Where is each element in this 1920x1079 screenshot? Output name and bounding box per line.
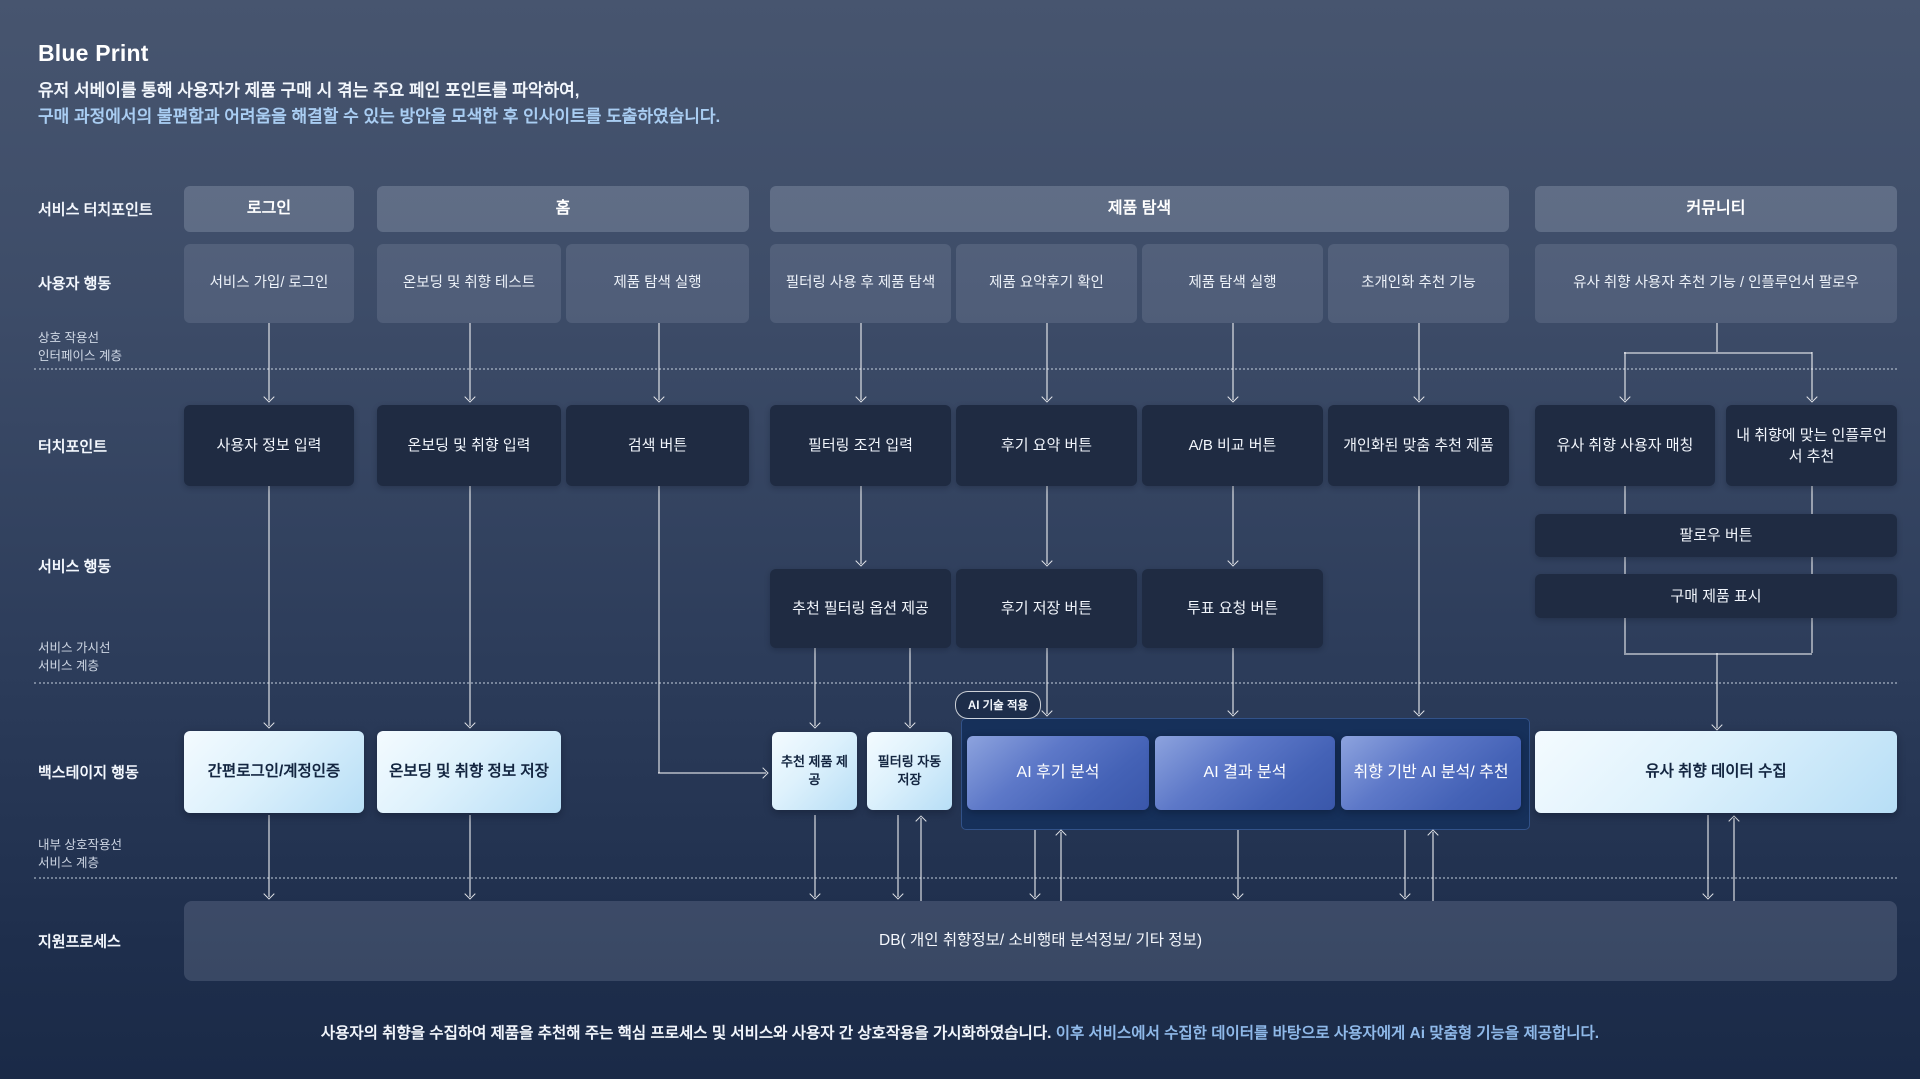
row-label-service-action: 서비스 행동: [38, 558, 112, 576]
connector-arrow-down: [1707, 815, 1709, 897]
connector-arrow-down: [897, 815, 899, 897]
ai-tech-badge: AI 기술 적용: [955, 691, 1041, 719]
backstage-login-auth: 간편로그인/계정인증: [184, 731, 364, 813]
stage-header-home: 홈: [377, 186, 749, 232]
user-action-similar-follow: 유사 취향 사용자 추천 기능 / 인플루언서 팔로우: [1535, 244, 1897, 323]
connector-arrow-down: [1811, 352, 1813, 400]
stage-header-login: 로그인: [184, 186, 354, 232]
backstage-similar-data-collect: 유사 취향 데이터 수집: [1535, 731, 1897, 813]
connector-arrow-down: [1418, 486, 1420, 714]
service-action-vote-request: 투표 요청 버튼: [1142, 569, 1323, 648]
connector-line: [1811, 486, 1813, 653]
internal-layer-divider: [34, 877, 1897, 879]
row-label-service-touchpoint: 서비스 터치포인트: [38, 201, 153, 219]
connector-arrow-down: [1716, 653, 1718, 728]
backstage-ai-taste-recommend: 취향 기반 AI 분석/ 추천: [1341, 736, 1521, 810]
touchpoint-review-summary-button: 후기 요약 버튼: [956, 405, 1137, 486]
user-action-explore-run: 제품 탐색 실행: [1142, 244, 1323, 323]
connector-arrow-down: [909, 648, 911, 726]
connector-arrow-down: [1232, 323, 1234, 400]
stage-header-explore: 제품 탐색: [770, 186, 1509, 232]
connector-arrow-right: [658, 772, 766, 774]
service-action-review-save: 후기 저장 버튼: [956, 569, 1137, 648]
connector-arrow-down: [1418, 323, 1420, 400]
touchpoint-personalized-product: 개인화된 맞춤 추천 제품: [1328, 405, 1509, 486]
connector-arrow-down: [1404, 830, 1406, 897]
connector-arrow-down: [658, 323, 660, 400]
caption-part1: 사용자의 취향을 수집하여 제품을 추천해 주는 핵심 프로세스 및 서비스와 …: [320, 1025, 1056, 1042]
visibility-layer-divider: [34, 682, 1897, 684]
connector-arrow-down: [469, 323, 471, 400]
connector-line: [1624, 486, 1626, 653]
connector-arrow-up: [920, 818, 922, 901]
touchpoint-ab-compare-button: A/B 비교 버튼: [1142, 405, 1323, 486]
touchpoint-similar-user-matching: 유사 취향 사용자 매칭: [1535, 405, 1715, 486]
connector-line: [1624, 653, 1812, 655]
caption-part2: 이후 서비스에서 수집한 데이터를 바탕으로 사용자에게 Ai 맞춤형 기능을 …: [1055, 1025, 1600, 1042]
connector-arrow-down: [1034, 830, 1036, 897]
touchpoint-onboarding-input: 온보딩 및 취향 입력: [377, 405, 561, 486]
touchpoint-filter-input: 필터링 조건 입력: [770, 405, 951, 486]
connector-arrow-up: [1432, 832, 1434, 901]
connector-line: [658, 486, 660, 773]
service-action-purchase-display: 구매 제품 표시: [1535, 574, 1897, 618]
user-action-review-check: 제품 요약후기 확인: [956, 244, 1137, 323]
support-db-box: DB( 개인 취향정보/ 소비행태 분석정보/ 기타 정보): [184, 901, 1897, 981]
connector-arrow-down: [469, 486, 471, 726]
connector-line: [1624, 352, 1812, 354]
row-label-visibility-layer: 서비스 가시선 서비스 계층: [38, 640, 111, 673]
subtitle-line2: 구매 과정에서의 불편함과 어려움을 해결할 수 있는 방안을 모색한 후 인사…: [38, 107, 721, 127]
user-action-onboarding-test: 온보딩 및 취향 테스트: [377, 244, 561, 323]
connector-arrow-down: [1237, 830, 1239, 897]
backstage-onboarding-save: 온보딩 및 취향 정보 저장: [377, 731, 561, 813]
user-action-explore-run-home: 제품 탐색 실행: [566, 244, 749, 323]
backstage-recommend-provide: 추천 제품 제공: [772, 732, 857, 810]
backstage-ai-review-analysis: AI 후기 분석: [967, 736, 1149, 810]
connector-arrow-down: [268, 323, 270, 400]
row-label-interaction-layer: 상호 작용선 인터페이스 계층: [38, 330, 122, 363]
connector-arrow-down: [860, 486, 862, 564]
subtitle-line1: 유저 서베이를 통해 사용자가 제품 구매 시 겪는 주요 페인 포인트를 파악…: [38, 81, 580, 100]
row-label-support-process: 지원프로세스: [38, 933, 121, 951]
touchpoint-search-button: 검색 버튼: [566, 405, 749, 486]
connector-arrow-down: [469, 815, 471, 897]
service-action-filter-option: 추천 필터링 옵션 제공: [770, 569, 951, 648]
connector-arrow-down: [1232, 648, 1234, 714]
connector-arrow-down: [1624, 352, 1626, 400]
backstage-filter-autosave: 필터링 자동 저장: [867, 732, 952, 810]
page-subtitle: 유저 서베이를 통해 사용자가 제품 구매 시 겪는 주요 페인 포인트를 파악…: [38, 78, 720, 131]
connector-arrow-down: [1232, 486, 1234, 564]
connector-arrow-down: [268, 815, 270, 897]
user-action-filter-explore: 필터링 사용 후 제품 탐색: [770, 244, 951, 323]
user-action-signup-login: 서비스 가입/ 로그인: [184, 244, 354, 323]
backstage-ai-result-analysis: AI 결과 분석: [1155, 736, 1335, 810]
connector-arrow-up: [1733, 818, 1735, 901]
touchpoint-user-info-input: 사용자 정보 입력: [184, 405, 354, 486]
connector-arrow-down: [1046, 323, 1048, 400]
stage-header-community: 커뮤니티: [1535, 186, 1897, 232]
connector-line: [1716, 323, 1718, 352]
row-label-internal-layer: 내부 상호작용선 서비스 계층: [38, 837, 122, 870]
user-action-hyper-personal: 초개인화 추천 기능: [1328, 244, 1509, 323]
connector-arrow-down: [1046, 486, 1048, 564]
connector-arrow-down: [268, 486, 270, 726]
connector-arrow-down: [814, 815, 816, 897]
connector-arrow-down: [814, 648, 816, 726]
connector-arrow-down: [860, 323, 862, 400]
row-label-backstage: 백스테이지 행동: [38, 764, 139, 782]
page-title: Blue Print: [38, 40, 149, 66]
connector-arrow-down: [1046, 648, 1048, 714]
interface-layer-divider: [34, 368, 1897, 370]
connector-arrow-up: [1060, 832, 1062, 901]
footer-caption: 사용자의 취향을 수집하여 제품을 추천해 주는 핵심 프로세스 및 서비스와 …: [0, 1021, 1920, 1043]
row-label-user-action: 사용자 행동: [38, 275, 112, 293]
service-action-follow-button: 팔로우 버튼: [1535, 514, 1897, 557]
touchpoint-influencer-recommend: 내 취향에 맞는 인플루언서 추천: [1726, 405, 1897, 486]
row-label-touchpoint: 터치포인트: [38, 438, 108, 456]
